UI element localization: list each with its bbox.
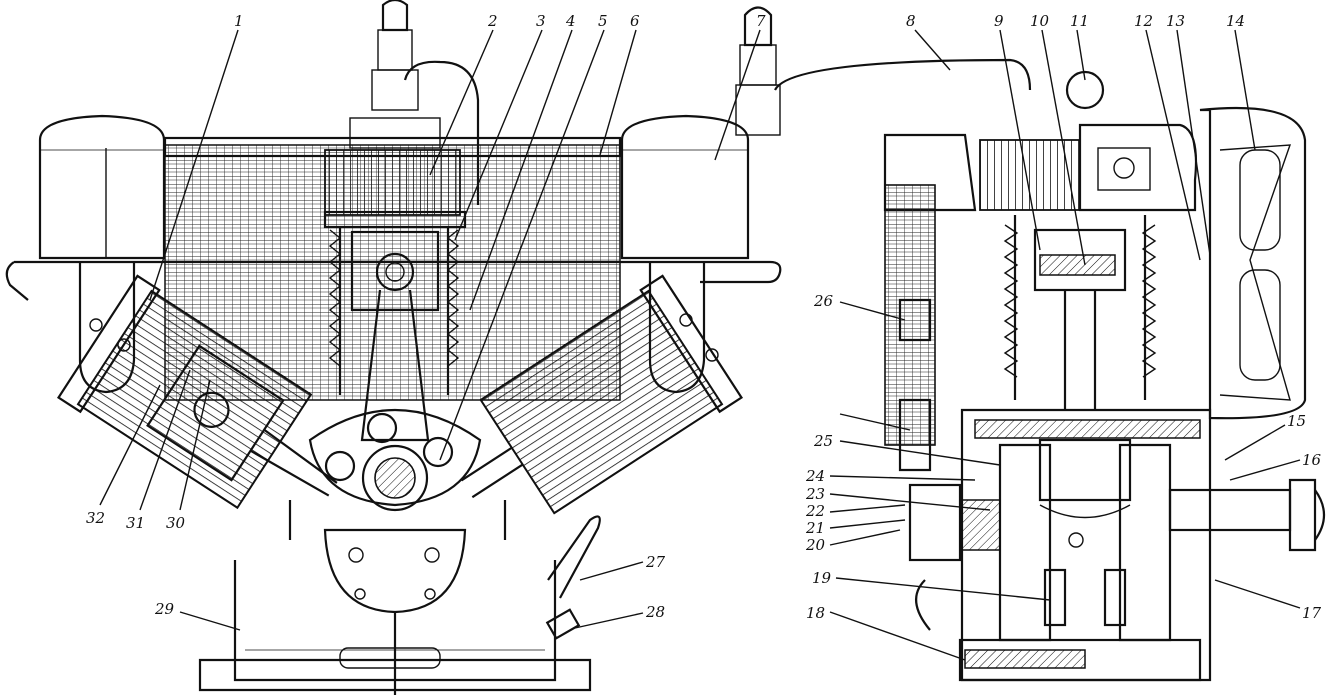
callout-20: 20 <box>805 536 826 554</box>
callout-16: 16 <box>1302 451 1322 469</box>
callout-11: 11 <box>1070 12 1089 30</box>
callout-27: 27 <box>645 553 666 571</box>
callout-3: 3 <box>536 12 546 30</box>
callout-29: 29 <box>154 600 175 618</box>
right-view <box>735 6 1326 682</box>
callout-10: 10 <box>1030 12 1050 30</box>
right-air-filter <box>620 114 750 260</box>
callout-17: 17 <box>1302 604 1322 622</box>
leader-lines <box>99 29 1301 661</box>
callout-labels: 1 2 3 4 5 6 7 27 28 29 30 31 32 8 9 10 1… <box>86 12 1322 622</box>
center-cylinder <box>328 228 460 442</box>
callout-12: 12 <box>1134 12 1153 30</box>
callout-9: 9 <box>994 12 1004 30</box>
callout-1: 1 <box>234 12 244 30</box>
callout-8: 8 <box>906 12 916 30</box>
callout-5: 5 <box>598 12 608 30</box>
callout-13: 13 <box>1166 12 1185 30</box>
callout-18: 18 <box>806 604 825 622</box>
callout-24: 24 <box>805 467 825 485</box>
callout-2: 2 <box>487 12 498 30</box>
callout-19: 19 <box>812 569 832 587</box>
callout-26: 26 <box>813 292 834 310</box>
callout-30: 30 <box>166 514 186 532</box>
callout-15: 15 <box>1287 412 1306 430</box>
callout-7: 7 <box>756 12 766 30</box>
callout-25: 25 <box>813 432 833 450</box>
center-cylinder-head <box>323 0 480 229</box>
callout-31: 31 <box>126 514 145 532</box>
callout-6: 6 <box>630 12 640 30</box>
callout-22: 22 <box>805 502 825 520</box>
left-view <box>5 0 782 695</box>
right-inclined-cylinder <box>460 274 744 515</box>
callout-28: 28 <box>645 603 665 621</box>
callout-14: 14 <box>1226 12 1245 30</box>
callout-21: 21 <box>805 519 825 537</box>
callout-32: 32 <box>86 509 105 527</box>
callout-23: 23 <box>805 485 825 503</box>
callout-4: 4 <box>565 12 576 30</box>
left-air-filter <box>38 114 166 260</box>
left-crankcase <box>198 408 601 695</box>
